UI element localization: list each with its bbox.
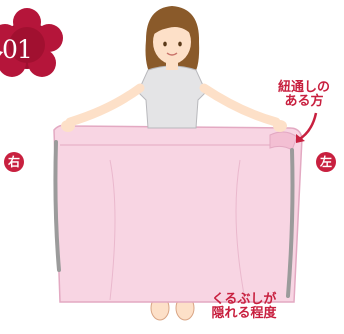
side-badge-left bbox=[316, 152, 336, 172]
side-label-left: 左 bbox=[319, 155, 332, 169]
head bbox=[152, 13, 194, 70]
shirt bbox=[137, 65, 207, 129]
flower-badge-icon bbox=[0, 8, 63, 77]
ties bbox=[53, 140, 295, 298]
length-line1: くるぶしが bbox=[211, 292, 277, 307]
tie-loop-annotation: 紐通しの ある方 bbox=[264, 81, 344, 109]
length-annotation: くるぶしが 隠れる程度 bbox=[196, 293, 292, 321]
side-badge-right bbox=[4, 152, 24, 172]
tie-loop-line2: ある方 bbox=[284, 94, 324, 109]
bath-towel bbox=[53, 124, 303, 303]
step-number: 01 bbox=[2, 35, 33, 64]
tie-loop-line1: 紐通しの bbox=[277, 80, 330, 95]
side-label-right: 右 bbox=[7, 155, 20, 169]
length-line2: 隠れる程度 bbox=[211, 306, 277, 321]
arms bbox=[61, 83, 287, 132]
